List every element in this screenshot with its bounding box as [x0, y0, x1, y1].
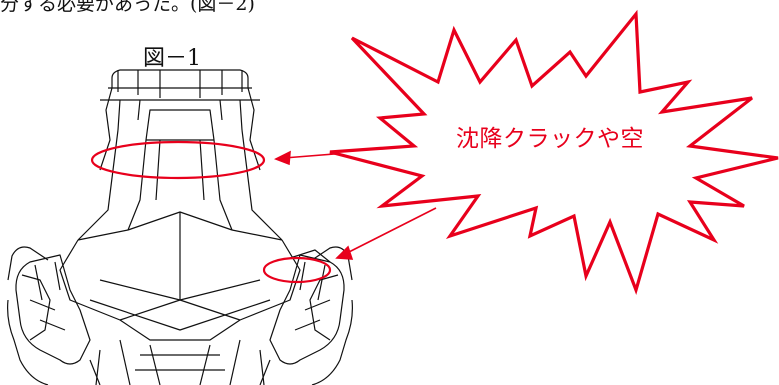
starburst-callout-shape — [329, 9, 779, 296]
highlight-ellipse-right — [262, 256, 332, 284]
arrow-to-right-ellipse — [335, 207, 437, 260]
highlight-ellipse-top — [90, 140, 266, 180]
preceding-text-line: 分する必要があった。(図－2) — [0, 0, 255, 15]
wireframe-structure — [7, 69, 353, 385]
callout-label: 沈降クラックや空 — [456, 126, 644, 152]
figure-caption: 図－1 — [143, 46, 201, 71]
